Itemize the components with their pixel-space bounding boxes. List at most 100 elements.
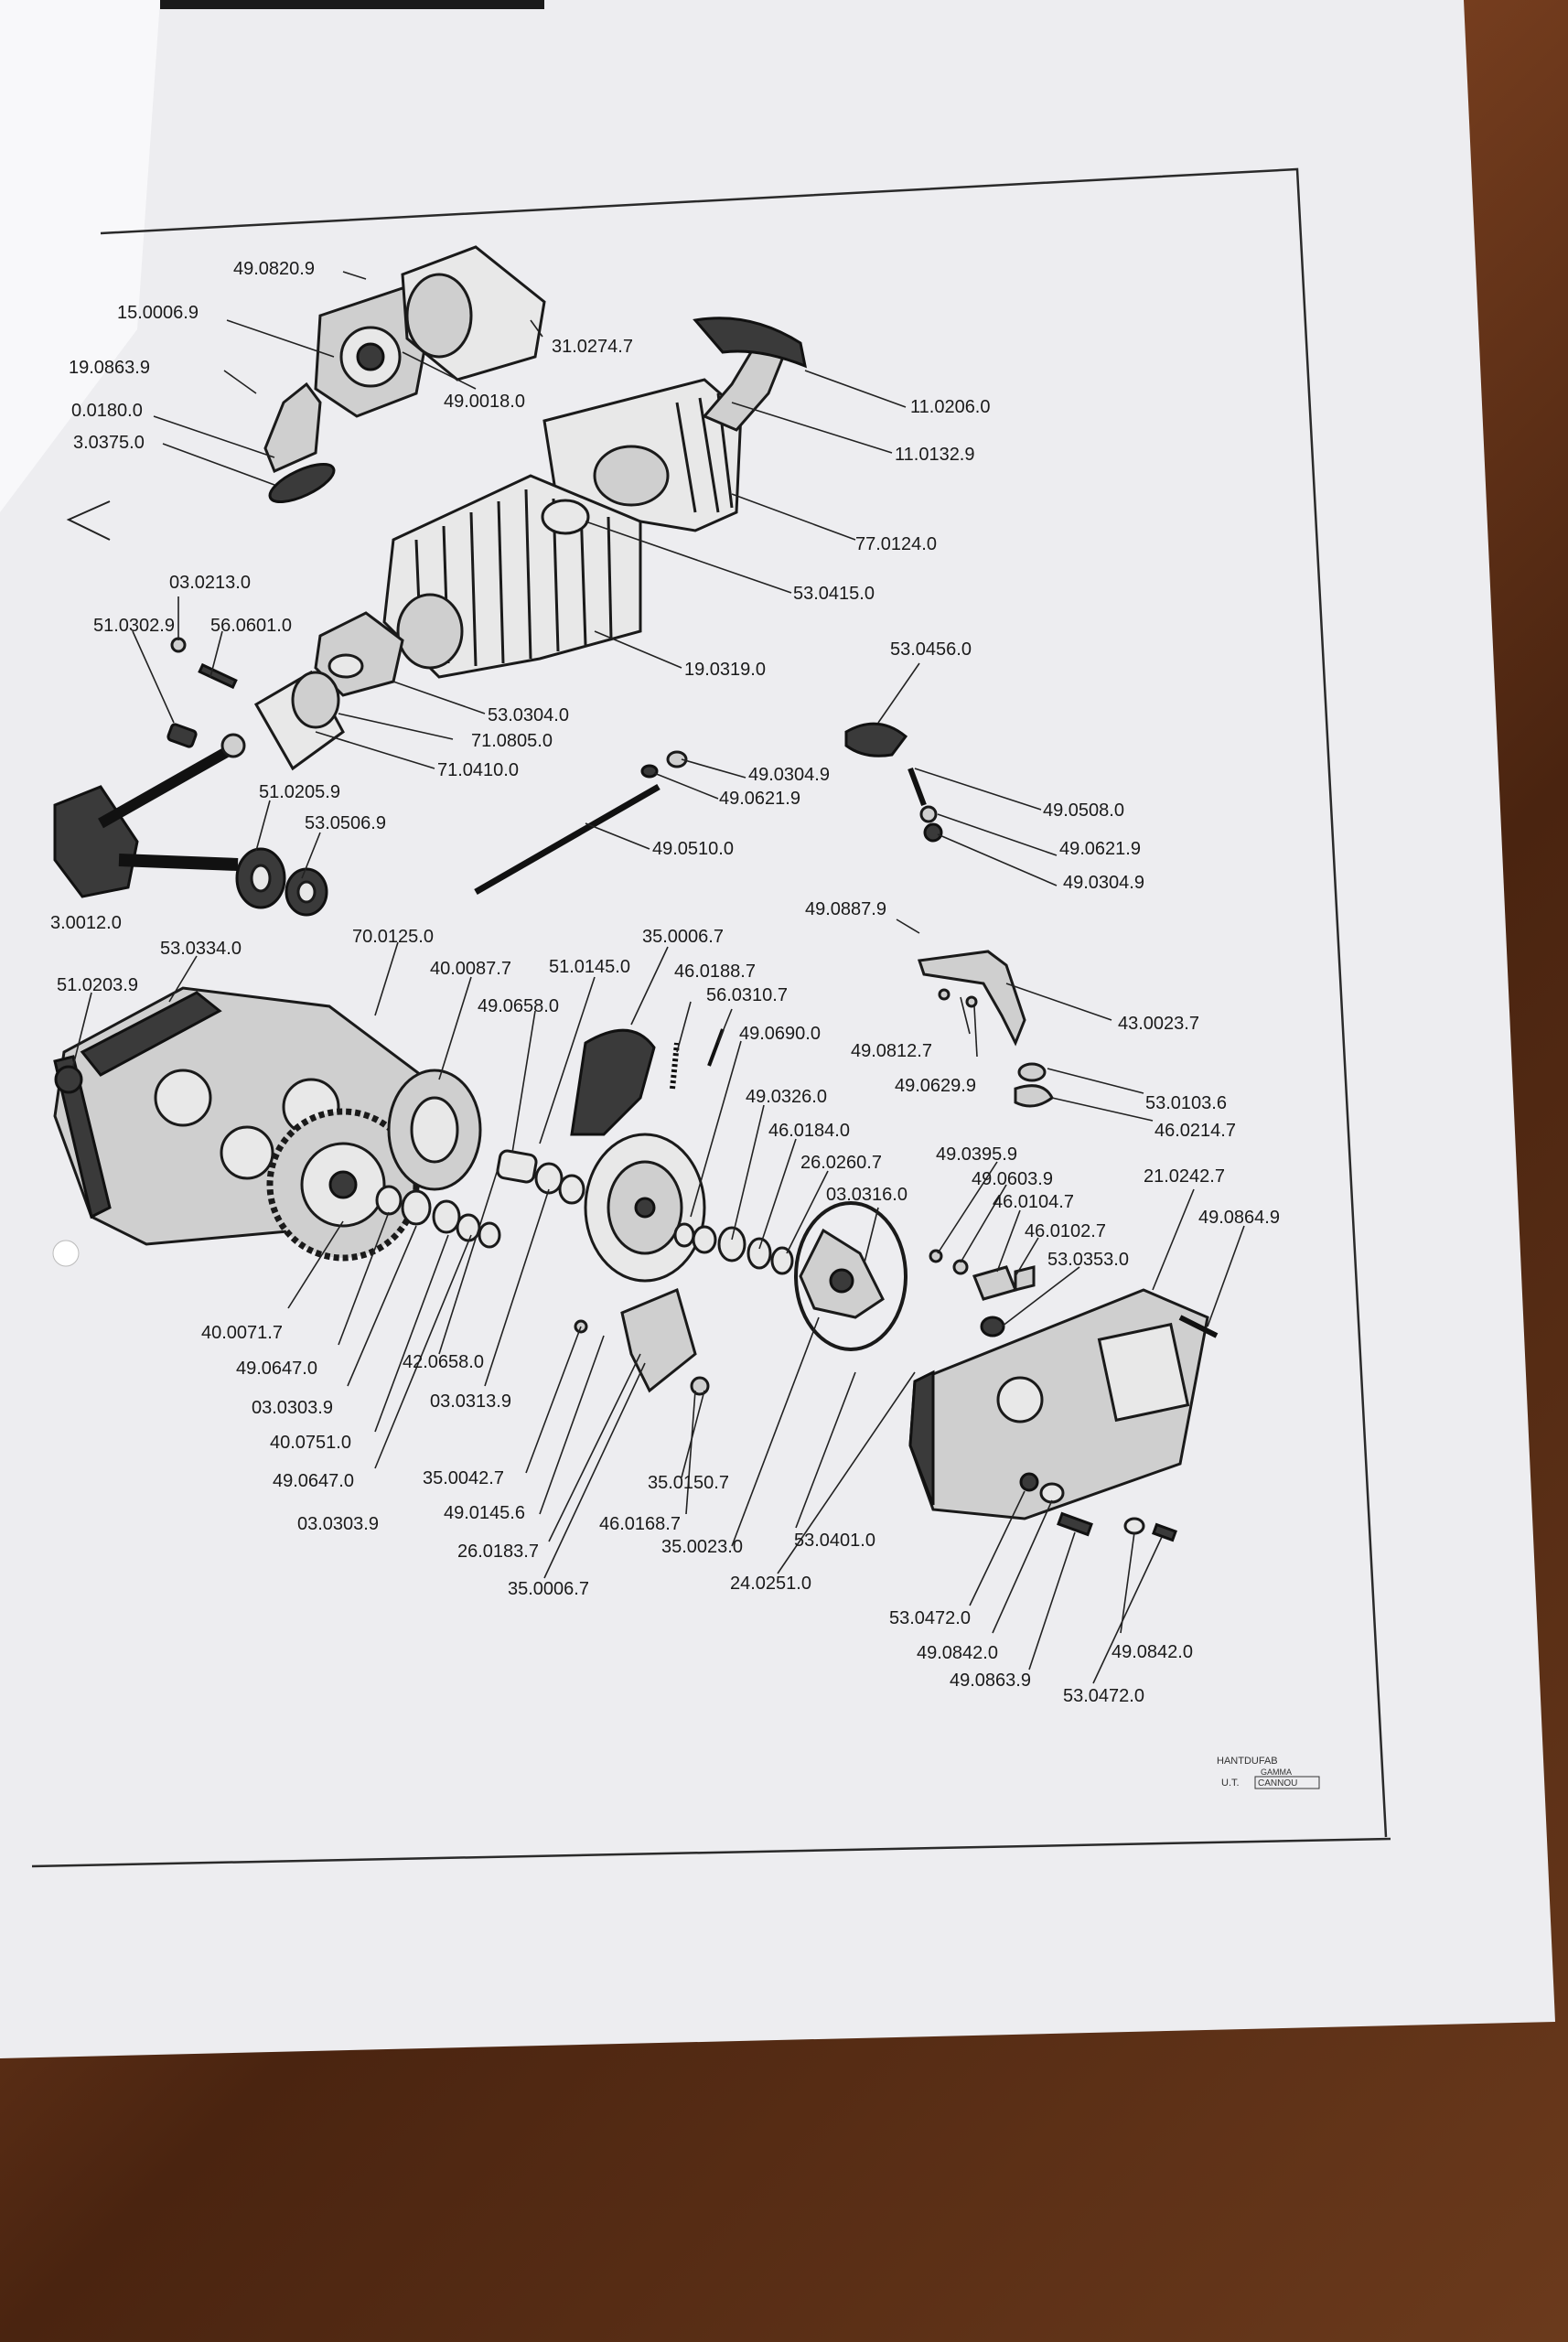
paper-sheet — [0, 0, 1555, 2058]
part-label: 35.0006.7 — [508, 1579, 589, 1599]
part-label: 70.0125.0 — [352, 927, 434, 947]
chain-brake-lever — [918, 950, 1026, 1047]
part-label: 15.0006.9 — [117, 303, 199, 323]
part-label: 24.0251.0 — [730, 1574, 811, 1594]
part-label: 11.0132.9 — [895, 445, 975, 465]
part-label: 42.0658.0 — [403, 1352, 484, 1372]
part-label: 49.0508.0 — [1043, 800, 1124, 821]
part-label: 56.0310.7 — [706, 985, 788, 1005]
air-filter — [401, 245, 546, 381]
part-label: 26.0260.7 — [800, 1153, 882, 1173]
part-label: 43.0023.7 — [1118, 1014, 1199, 1034]
part-label: 35.0150.7 — [648, 1473, 729, 1493]
part-label: 35.0042.7 — [423, 1468, 504, 1488]
part-label: 71.0805.0 — [471, 731, 553, 751]
part-label: 49.0326.0 — [746, 1087, 827, 1107]
part-label: 53.0472.0 — [1063, 1686, 1144, 1706]
stamp-line1: HANTDUFAB — [1217, 1756, 1278, 1767]
main-bearing — [235, 847, 286, 909]
part-label: 49.0629.9 — [895, 1076, 976, 1096]
part-label: 19.0319.0 — [684, 660, 766, 680]
leader-lines — [72, 271, 1245, 1684]
part-label: 49.0887.9 — [805, 899, 886, 919]
part-label: 49.0621.9 — [1059, 839, 1141, 859]
part-label: 49.0510.0 — [652, 839, 734, 859]
part-label: 53.0304.0 — [488, 705, 569, 725]
part-label: 35.0006.7 — [642, 927, 724, 947]
part-label: 49.0842.0 — [917, 1643, 998, 1663]
part-label: 49.0395.9 — [936, 1144, 1017, 1165]
part-label: 53.0456.0 — [890, 639, 972, 660]
part-label: 51.0145.0 — [549, 957, 630, 977]
part-label: 21.0242.7 — [1144, 1166, 1225, 1187]
flywheel — [584, 1133, 706, 1283]
shaft-bushing — [496, 1149, 585, 1205]
stamp-line3: U.T. — [1221, 1778, 1240, 1789]
diagram-frame — [100, 167, 1388, 1838]
clutch-drum — [387, 1069, 482, 1191]
part-label: 49.0658.0 — [478, 996, 559, 1016]
part-label: 40.0751.0 — [270, 1433, 351, 1453]
page-shadow-left — [0, 0, 160, 512]
cover-screws — [1019, 1472, 1177, 1542]
part-label: 46.0188.7 — [674, 962, 756, 982]
part-label: 49.0304.9 — [748, 765, 830, 785]
top-dark-strip — [160, 0, 544, 9]
part-label: 03.0303.9 — [252, 1398, 333, 1418]
part-label: 49.0842.0 — [1112, 1642, 1193, 1662]
part-label: 51.0302.9 — [93, 616, 175, 636]
part-label: 51.0205.9 — [259, 782, 340, 802]
part-label: 49.0690.0 — [739, 1024, 821, 1044]
springs — [670, 1028, 1054, 1108]
part-label: 51.0203.9 — [57, 975, 138, 995]
carburetor — [314, 286, 432, 418]
left-edge-mark — [66, 500, 111, 541]
stud-bolt — [474, 783, 660, 896]
part-labels: 49.0820.9 15.0006.9 31.0274.7 19.0863.9 … — [50, 259, 1280, 1706]
clutch-cover — [908, 1288, 1219, 1520]
part-label: 46.0184.0 — [768, 1121, 850, 1141]
part-label: 03.0303.9 — [297, 1514, 379, 1534]
part-label: 49.0864.9 — [1198, 1208, 1280, 1228]
part-label: 46.0214.7 — [1155, 1121, 1236, 1141]
part-label: 03.0316.0 — [826, 1185, 908, 1205]
part-label: 53.0415.0 — [793, 584, 875, 604]
part-label: 53.0103.6 — [1145, 1093, 1227, 1113]
part-label: 49.0863.9 — [950, 1671, 1031, 1691]
clutch-shoe — [570, 1028, 656, 1136]
crank-seal — [285, 867, 328, 917]
part-label: 49.0304.9 — [1063, 873, 1144, 893]
part-label: 53.0353.0 — [1047, 1250, 1129, 1270]
fan-wheel — [794, 1201, 908, 1351]
part-label: 49.0145.6 — [444, 1503, 525, 1523]
small-fasteners — [166, 637, 943, 843]
part-label: 53.0401.0 — [794, 1531, 875, 1551]
part-label: 56.0601.0 — [210, 616, 292, 636]
part-label: 3.0375.0 — [73, 433, 145, 453]
intake-pipe — [263, 381, 336, 503]
punch-hole — [52, 1240, 80, 1267]
flywheel-washers — [673, 1222, 794, 1275]
part-label: 49.0820.9 — [233, 259, 315, 279]
piston — [253, 653, 364, 771]
part-label: 53.0334.0 — [160, 939, 242, 959]
part-label: 3.0012.0 — [50, 913, 122, 933]
part-label: 31.0274.7 — [552, 337, 633, 357]
part-label: 03.0313.9 — [430, 1391, 511, 1412]
drive-gear — [266, 1108, 420, 1262]
publisher-stamp: HANTDUFAB GAMMA U.T. CANNOU — [1217, 1756, 1320, 1789]
part-label: 46.0104.7 — [993, 1192, 1074, 1212]
crankcase-gasket — [80, 991, 222, 1077]
part-label: 49.0603.9 — [972, 1169, 1053, 1189]
part-label: 53.0506.9 — [305, 813, 386, 833]
exhaust-pipe — [693, 317, 808, 432]
stamp-box — [1254, 1776, 1320, 1789]
crankshaft — [53, 733, 246, 898]
part-label: 53.0472.0 — [889, 1608, 971, 1628]
part-label: 26.0183.7 — [457, 1542, 539, 1562]
brake-band — [574, 1287, 710, 1396]
part-label: 35.0023.0 — [661, 1537, 743, 1557]
stamp-line4: CANNOU — [1258, 1778, 1297, 1789]
part-label: 49.0647.0 — [273, 1471, 354, 1491]
